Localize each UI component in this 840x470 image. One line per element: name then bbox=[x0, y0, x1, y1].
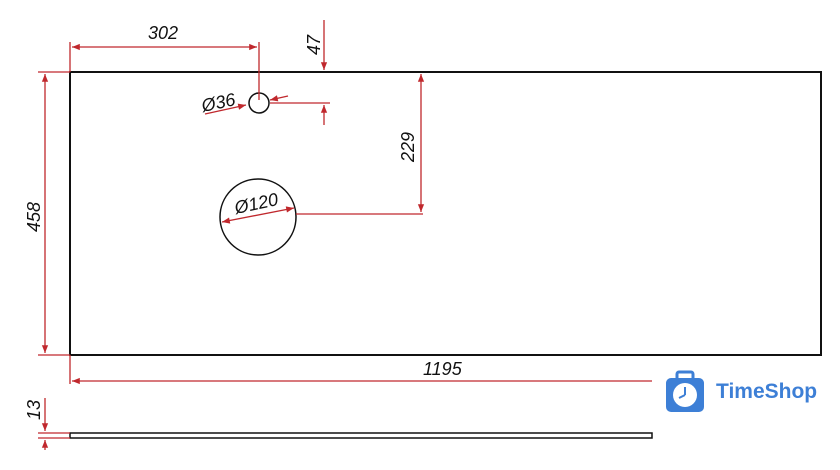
clock-bag-icon bbox=[666, 370, 704, 412]
timeshop-logo: TimeShop bbox=[662, 370, 817, 414]
dim-d36: Ø36 bbox=[199, 89, 238, 116]
countertop-outline bbox=[69, 71, 822, 356]
brand-name: TimeShop bbox=[716, 380, 818, 403]
dim-1195: 1195 bbox=[423, 359, 463, 379]
dim-47: 47 bbox=[304, 34, 324, 55]
dim-458: 458 bbox=[24, 202, 44, 232]
dim-13: 13 bbox=[24, 400, 44, 420]
large-hole bbox=[219, 178, 297, 256]
countertop-profile bbox=[69, 432, 653, 439]
dim-d120: Ø120 bbox=[232, 189, 280, 218]
dim-229: 229 bbox=[398, 132, 418, 163]
dim-302: 302 bbox=[148, 23, 178, 43]
